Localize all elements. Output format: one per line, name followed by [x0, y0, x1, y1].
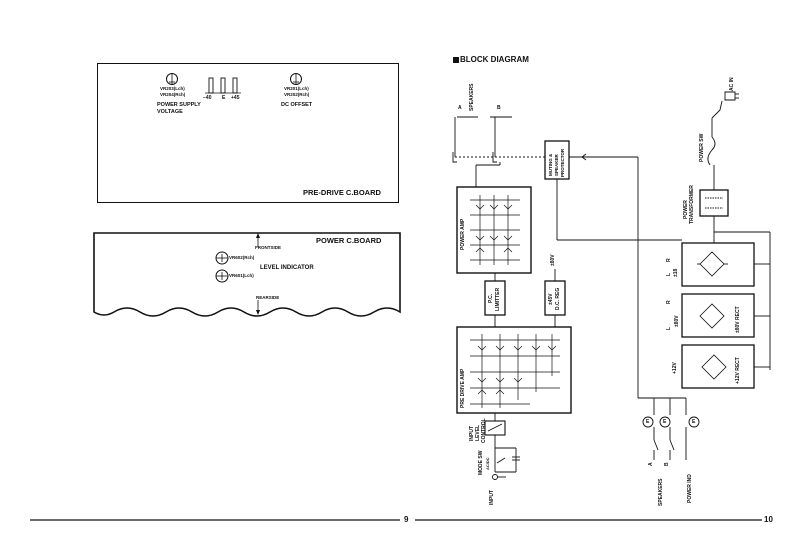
voltage-label: VOLTAGE: [157, 109, 183, 115]
vr601-label: VR601(Lch): [229, 273, 254, 278]
p12v-rect-label: +12V RECT: [735, 357, 741, 384]
pc-limiter-label-1: P.C.: [488, 293, 494, 303]
scale-minus40: −40: [203, 95, 212, 101]
block-diagram-bullet: [453, 57, 459, 63]
pm80v-rect-label: ±80V RECT: [735, 306, 741, 333]
power-supply-label: POWER SUPPLY: [157, 102, 201, 108]
vr201-label: VR201(Lch): [284, 86, 309, 91]
ground-e-3: E: [692, 419, 696, 425]
page-number-right: 10: [764, 515, 773, 524]
r-label-2: R: [666, 300, 672, 304]
pc-limiter-label-2: LIMITTER: [495, 287, 501, 311]
pm45v-label: ±45V: [548, 293, 554, 305]
ground-e-2: E: [663, 419, 667, 425]
p12v-label: +12V: [672, 362, 678, 374]
ac-in-label: AC IN: [729, 77, 735, 91]
input-label: INPUT: [489, 490, 495, 505]
pm80v-side-label: ±80V: [674, 315, 680, 327]
ac-dc-label: AC/DC: [485, 457, 490, 470]
dc-offset-label: DC OFFSET: [281, 102, 313, 108]
page-number-left: 9: [404, 515, 409, 524]
l-label-1: L: [666, 272, 672, 276]
power-sw-label: POWER SW: [699, 133, 705, 162]
speaker-b-bottom-label: B: [664, 462, 670, 466]
pm18-label: ±18: [673, 268, 679, 277]
power-board-title: POWER C.BOARD: [316, 236, 382, 245]
block-diagram-title: BLOCK DIAGRAM: [460, 55, 529, 64]
predrive-board-title: PRE-DRIVE C.BOARD: [303, 188, 381, 197]
speaker-b-label: B: [497, 105, 501, 111]
speaker-word-label: SPEAKER: [554, 154, 559, 176]
scale-e: E: [222, 95, 226, 101]
speaker-a-bottom-label: A: [648, 462, 654, 466]
scale-plus45: +45: [231, 95, 240, 101]
pm80v-label: ±80V: [550, 254, 556, 266]
pre-drive-amp-label: PRE DRIVE AMP: [460, 368, 466, 408]
level-indicator-label: LEVEL INDICATOR: [260, 265, 314, 271]
l-label-2: L: [666, 326, 672, 330]
r-label-1: R: [666, 258, 672, 262]
power-ind-label: POWER IND: [687, 474, 693, 503]
power-amp-label: POWER AMP: [460, 218, 466, 250]
vr204-label: VR204(Rch): [160, 92, 186, 97]
input-level-label-3: CONTROL: [481, 418, 487, 443]
speaker-a-label: A: [458, 105, 462, 111]
ground-e-1: E: [646, 419, 650, 425]
speakers-bottom-label: SPEAKERS: [658, 478, 664, 506]
speakers-top-label: SPEAKERS: [469, 83, 475, 111]
vr203-label: VR203(Lch): [160, 86, 185, 91]
vr602-label: VR602(Rch): [229, 255, 255, 260]
frontside-label: FRONTSIDE: [255, 245, 282, 250]
predrive-board: [97, 63, 399, 203]
mode-sw-label: MODE SW: [478, 450, 484, 475]
power-transformer-label-2: TRANSFORMER: [689, 185, 695, 224]
vr202-label: VR202(Rch): [284, 92, 310, 97]
protector-label: PROTECTOR: [560, 148, 565, 177]
muting-label: MUTING &: [548, 153, 553, 176]
rearside-label: REARSIDE: [256, 295, 280, 300]
dc-reg-label: D.C. REG: [555, 287, 561, 310]
